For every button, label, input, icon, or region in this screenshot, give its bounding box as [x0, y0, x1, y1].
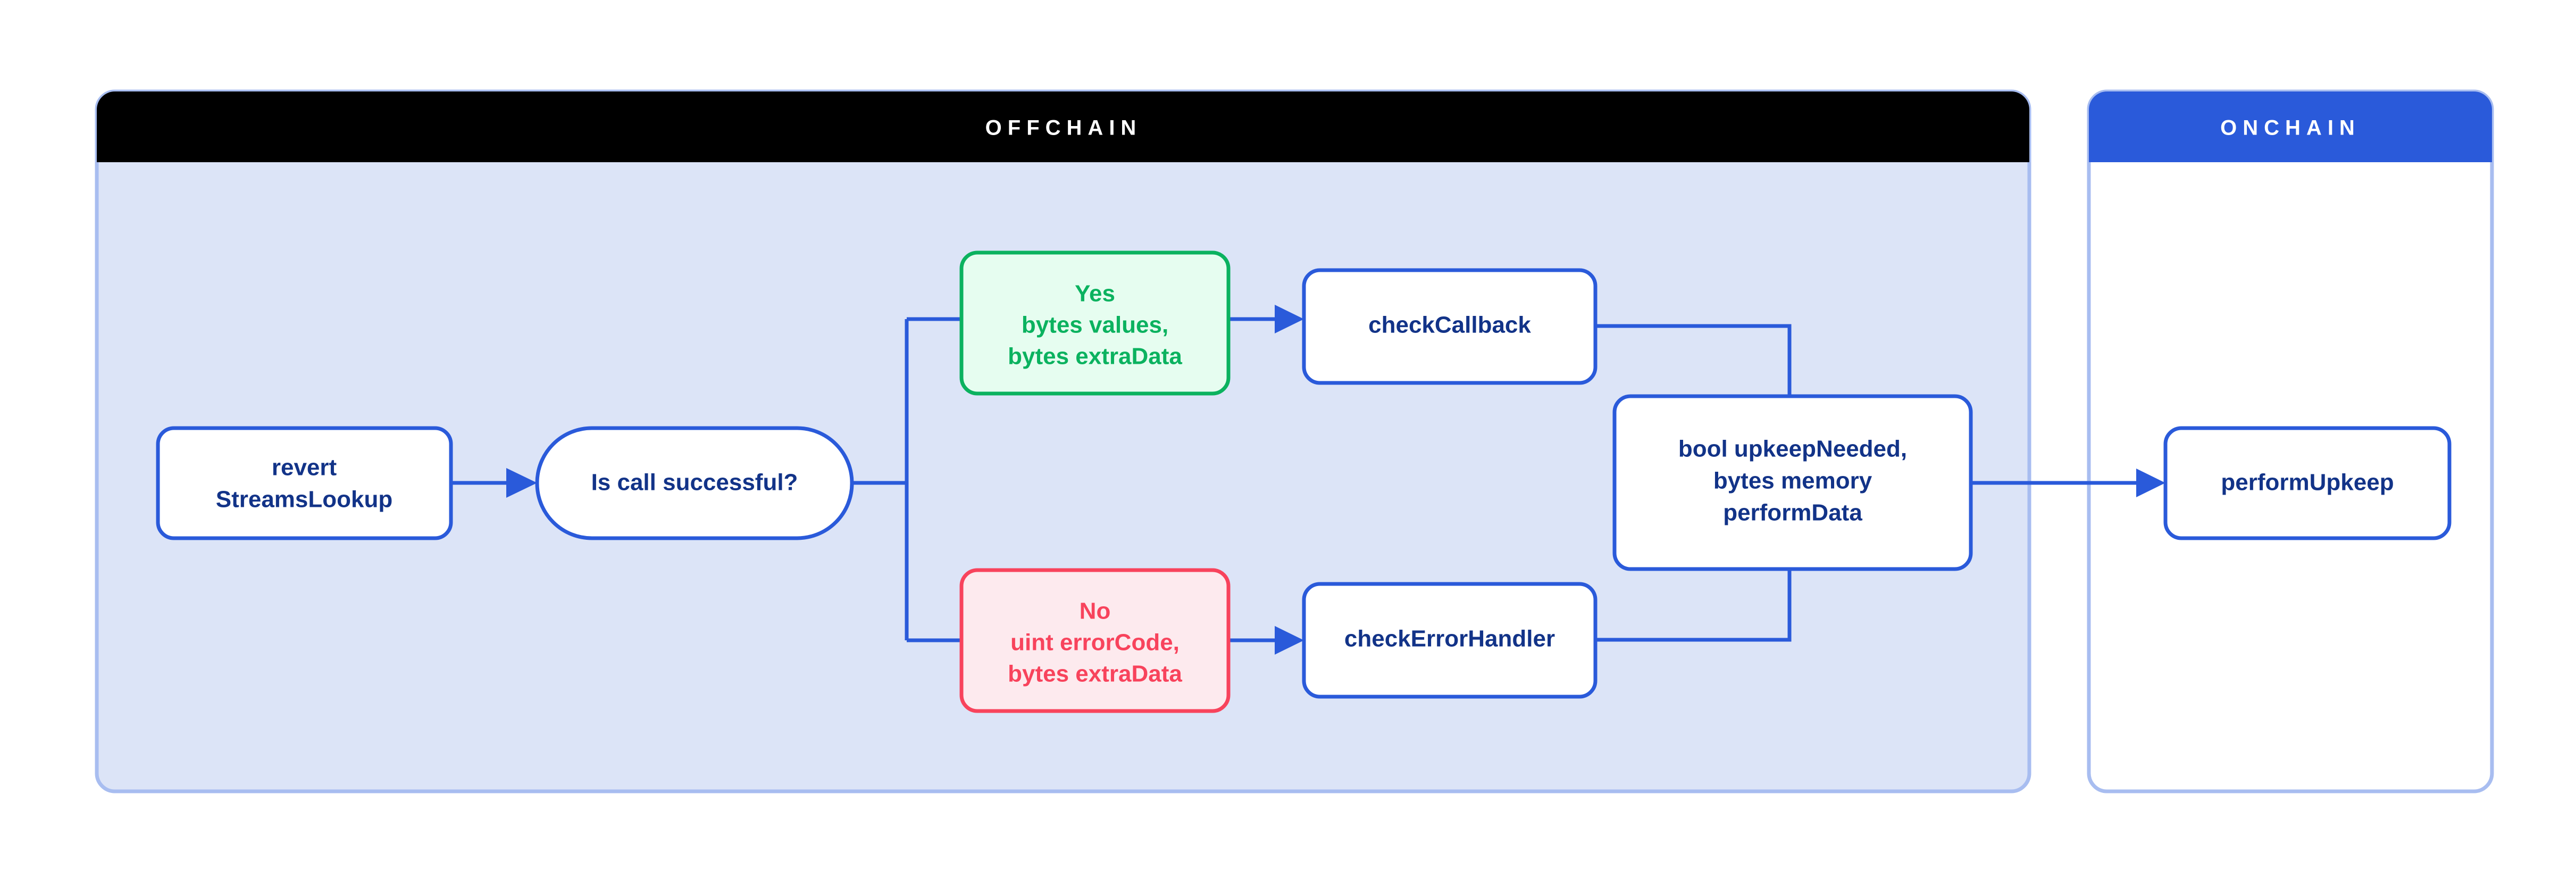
node-perform-upkeep-label: performUpkeep [2221, 470, 2394, 496]
arrowhead-upkeep-to-performupkeep [2136, 469, 2165, 497]
node-check-error-handler[interactable]: checkErrorHandler [1302, 582, 1598, 699]
node-revert-streamslookup-line-1: revert [272, 455, 337, 481]
node-no-branch-line-3: bytes extraData [1008, 661, 1182, 687]
node-no-branch[interactable]: No uint errorCode, bytes extraData [959, 568, 1231, 713]
node-check-callback[interactable]: checkCallback [1302, 268, 1598, 385]
node-is-call-successful[interactable]: Is call successful? [535, 426, 854, 540]
node-is-call-successful-label: Is call successful? [591, 470, 798, 496]
arrowhead-yes-to-checkcallback [1275, 305, 1304, 333]
arrowhead-no-to-checkerrorhandler [1275, 626, 1304, 655]
node-upkeep-needed-line-1: bool upkeepNeeded, [1678, 436, 1907, 462]
node-check-error-handler-box[interactable] [1302, 582, 1598, 699]
node-perform-upkeep-box[interactable] [2163, 426, 2452, 540]
connectors [451, 305, 2165, 655]
node-revert-streamslookup-line-2: StreamsLookup [216, 487, 393, 513]
node-upkeep-needed-line-2: bytes memory [1713, 468, 1872, 494]
node-no-branch-box[interactable] [959, 568, 1231, 713]
node-check-callback-label: checkCallback [1368, 312, 1531, 338]
node-yes-branch-line-3: bytes extraData [1008, 344, 1182, 370]
node-yes-branch[interactable]: Yes bytes values, bytes extraData [959, 250, 1231, 396]
node-upkeep-needed-line-3: performData [1723, 500, 1862, 526]
node-no-branch-line-2: uint errorCode, [1010, 630, 1180, 656]
node-is-call-successful-box[interactable] [535, 426, 854, 540]
node-yes-branch-line-2: bytes values, [1022, 312, 1168, 338]
offchain-panel-title: OFFCHAIN [985, 116, 1142, 140]
edge-checkcallback-to-upkeep [1595, 324, 1792, 398]
onchain-panel-header [2089, 91, 2492, 162]
node-yes-branch-line-1: Yes [1075, 281, 1115, 307]
arrowhead-revert-to-decision [506, 468, 537, 498]
node-upkeep-needed[interactable]: bool upkeepNeeded, bytes memory performD… [1612, 394, 1973, 571]
node-perform-upkeep[interactable]: performUpkeep [2163, 426, 2452, 540]
node-revert-streamslookup-box[interactable] [156, 426, 453, 540]
edge-checkerrorhandler-to-upkeep [1595, 567, 1792, 642]
node-check-error-handler-label: checkErrorHandler [1344, 626, 1555, 652]
node-yes-branch-box[interactable] [959, 250, 1231, 396]
node-revert-streamslookup[interactable]: revert StreamsLookup [156, 426, 453, 540]
onchain-panel-title: ONCHAIN [2220, 116, 2361, 140]
node-check-callback-box[interactable] [1302, 268, 1598, 385]
node-upkeep-needed-box[interactable] [1612, 394, 1973, 571]
offchain-panel-header [97, 91, 2029, 162]
node-no-branch-line-1: No [1080, 598, 1111, 624]
